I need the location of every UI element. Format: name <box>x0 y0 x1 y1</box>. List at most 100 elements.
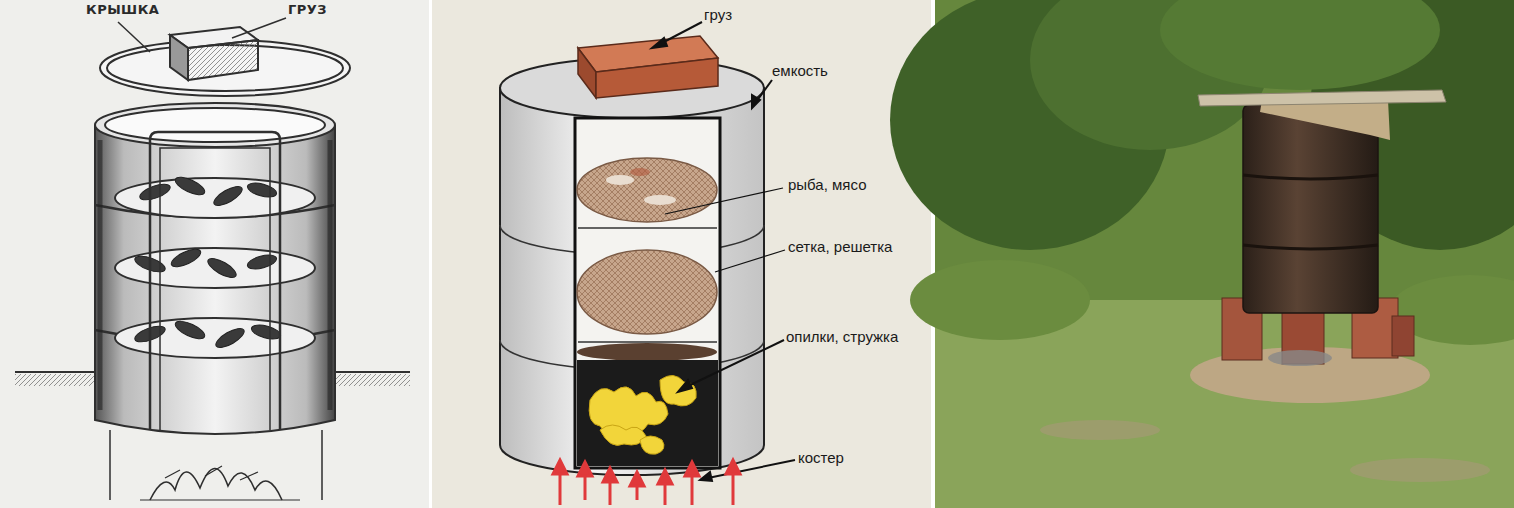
sketch-smoker <box>110 430 322 500</box>
heat-arrow <box>578 462 592 476</box>
brick-weight <box>578 36 718 98</box>
shelf <box>115 178 315 218</box>
part-label: костер <box>798 449 844 466</box>
sketch-smoker <box>105 108 325 142</box>
sketch-smoker <box>165 466 258 480</box>
photo-scene <box>1243 175 1378 249</box>
sketch-smoker <box>188 40 258 80</box>
sawdust-layer <box>589 375 696 454</box>
photo-scene <box>910 260 1090 340</box>
photo-scene <box>1350 458 1490 482</box>
fish <box>246 252 278 271</box>
food-layer <box>578 227 717 229</box>
grate-layer <box>577 250 717 334</box>
heat-arrow <box>609 480 612 505</box>
heat-arrow <box>658 470 672 484</box>
heat-arrow <box>584 474 587 500</box>
part-label: КРЫШКА <box>86 3 159 18</box>
brick-support <box>1392 316 1414 356</box>
sawdust-layer <box>577 343 717 361</box>
leader-arrow <box>660 22 702 44</box>
fish <box>205 255 239 281</box>
photo-scene <box>1160 0 1440 90</box>
fish <box>246 180 278 199</box>
shelf <box>115 318 315 358</box>
shelf <box>115 248 315 288</box>
grate-layer <box>577 250 717 342</box>
sawdust-layer <box>640 436 664 454</box>
sawdust-layer <box>589 387 668 434</box>
part-label: ГРУЗ <box>288 3 327 18</box>
heat-arrow <box>553 460 740 505</box>
sketch-smoker <box>15 18 410 500</box>
food-layer <box>606 175 634 185</box>
sketch-smoker <box>95 125 335 434</box>
fish <box>211 183 245 209</box>
food-layer <box>630 168 650 176</box>
photo-scene <box>1040 420 1160 440</box>
leader-arrow <box>684 340 784 388</box>
part-label: опилки, стружка <box>786 328 898 345</box>
photo-scene <box>1198 90 1446 106</box>
sketch-smoker <box>15 374 100 386</box>
fish <box>133 174 282 351</box>
cutaway-smoker <box>575 118 720 468</box>
heat-arrow <box>559 472 562 505</box>
leader-arrow <box>752 95 760 108</box>
photo-scene <box>1260 100 1390 140</box>
leader-arrow <box>652 38 667 48</box>
heat-arrow <box>685 462 699 476</box>
leader-arrow <box>700 472 712 481</box>
leader-arrow <box>652 22 795 481</box>
fish <box>173 318 207 342</box>
sawdust-layer <box>577 343 718 466</box>
panel-ground <box>0 0 429 508</box>
sketch-smoker <box>332 374 410 386</box>
sketch-smoker <box>118 22 150 52</box>
sketch-smoker <box>160 148 270 430</box>
food-layer <box>577 158 717 228</box>
food-layer <box>644 195 676 205</box>
fish <box>250 322 282 341</box>
photo-scene <box>1268 350 1332 366</box>
leader-arrow <box>715 250 785 272</box>
brick-weight <box>596 58 718 98</box>
sawdust-layer <box>600 425 646 445</box>
panel-ground <box>432 0 931 508</box>
fish <box>173 174 207 198</box>
part-label: сетка, решетка <box>788 238 892 255</box>
leader-arrow <box>678 380 692 392</box>
heat-arrow <box>691 474 694 505</box>
part-label: емкость <box>772 62 828 79</box>
part-label: груз <box>704 6 732 23</box>
sketch-smoker <box>232 18 286 38</box>
fish <box>213 325 247 351</box>
heat-arrow <box>726 460 740 474</box>
leader-arrow <box>665 188 783 214</box>
sketch-smoker <box>150 132 280 430</box>
heat-arrow <box>732 472 735 505</box>
sketch-smoker <box>100 140 330 410</box>
grate-layer <box>578 341 717 343</box>
sketch-smoker <box>95 103 335 147</box>
brick-weight <box>578 48 596 98</box>
heat-arrow <box>553 460 567 474</box>
sketch-smoker <box>140 499 300 500</box>
sketch-smoker <box>100 40 350 96</box>
heat-arrow <box>630 472 644 486</box>
sawdust-layer <box>577 360 718 466</box>
sawdust-layer <box>660 375 696 406</box>
sketch-smoker <box>150 468 282 500</box>
fish <box>138 181 172 203</box>
cutaway-smoker <box>500 88 764 475</box>
photo-scene <box>890 0 1514 508</box>
part-label: рыба, мясо <box>788 176 867 193</box>
cutaway-smoker <box>500 22 795 505</box>
photo-scene <box>1243 105 1378 313</box>
fish <box>169 246 203 270</box>
heat-arrow <box>603 468 617 482</box>
sketch-smoker <box>170 35 188 80</box>
food-layer <box>577 158 717 222</box>
